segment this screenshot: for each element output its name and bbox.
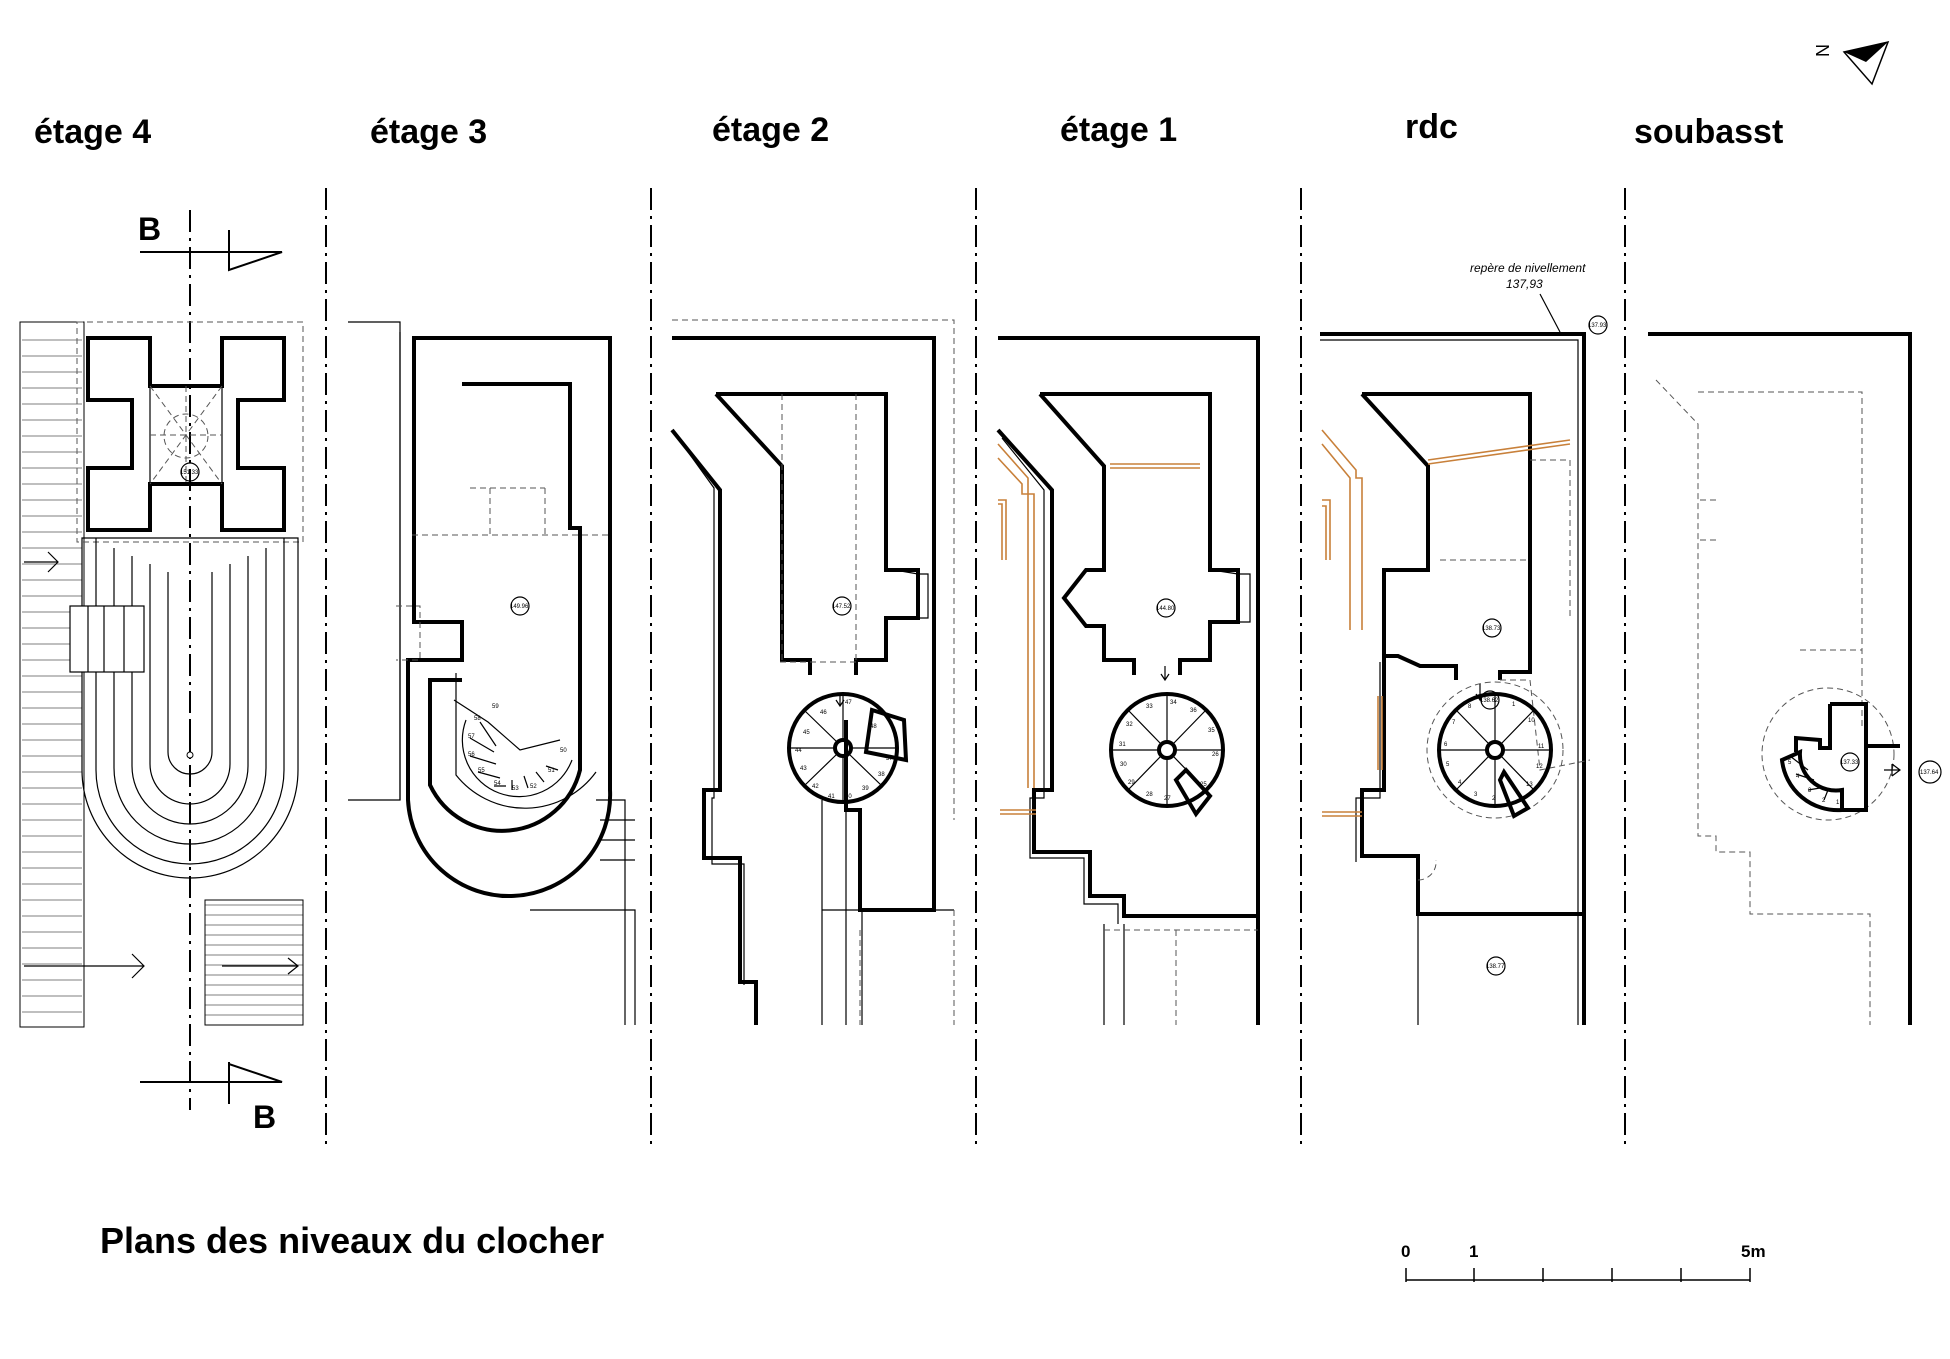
elevation-etage2: 147.52 (832, 604, 851, 610)
elevation-etage4: 151.33 (180, 470, 199, 476)
svg-text:2: 2 (1492, 796, 1496, 802)
svg-text:39: 39 (862, 786, 869, 792)
svg-text:31: 31 (1119, 742, 1126, 748)
scale-label-1: 1 (1469, 1242, 1478, 1261)
svg-text:B: B (253, 1099, 276, 1135)
svg-text:52: 52 (530, 784, 537, 790)
svg-text:36: 36 (1190, 708, 1197, 714)
plan-etage2: 147.52 47 46 45 44 43 42 41 40 39 38 37 … (670, 319, 955, 1025)
svg-text:25: 25 (1200, 782, 1207, 788)
svg-text:2: 2 (1822, 798, 1826, 804)
level-title-etage4: étage 4 (34, 113, 151, 151)
svg-text:54: 54 (494, 781, 501, 787)
svg-text:26: 26 (1212, 752, 1219, 758)
svg-text:4: 4 (1796, 774, 1800, 780)
section-cut-top: B (138, 211, 283, 272)
svg-text:8: 8 (1468, 704, 1472, 710)
svg-text:5: 5 (1788, 760, 1792, 766)
slope-arrow-icon (24, 551, 299, 979)
spiral-stair-etage1: 34 33 32 31 30 29 28 27 36 35 26 25 (1109, 692, 1225, 818)
svg-text:51: 51 (548, 768, 555, 774)
svg-text:45: 45 (803, 730, 810, 736)
svg-text:55: 55 (478, 768, 485, 774)
level-title-rdc: rdc (1405, 108, 1458, 146)
svg-text:12: 12 (1536, 764, 1543, 770)
svg-text:41: 41 (828, 794, 835, 800)
svg-text:58: 58 (474, 716, 481, 722)
spiral-stair-etage2: 47 46 45 44 43 42 41 40 39 38 37 48 (787, 692, 909, 804)
svg-text:50: 50 (560, 748, 567, 754)
svg-text:1: 1 (1836, 800, 1840, 806)
elevation-rdc-room: 138.73 (1482, 626, 1501, 632)
svg-text:56: 56 (468, 752, 475, 758)
elevation-soubasst-outside: 137.64 (1920, 770, 1939, 776)
svg-text:35: 35 (1208, 728, 1215, 734)
svg-text:3: 3 (1474, 792, 1478, 798)
elevation-rdc-wall: 137.93 (1588, 323, 1607, 329)
spiral-stair-etage3: 59 58 57 56 55 54 53 52 51 50 (453, 699, 573, 798)
section-cut-bottom: B (140, 1062, 283, 1135)
north-arrow-icon: N (1812, 40, 1890, 86)
elevation-rdc-lower: 138.77 (1486, 964, 1505, 970)
svg-text:53: 53 (512, 786, 519, 792)
scale-bar: 0 1 5m (1401, 1242, 1766, 1282)
svg-text:48: 48 (870, 724, 877, 730)
level-title-etage2: étage 2 (712, 111, 829, 149)
plan-etage4: B B 151.33 (19, 210, 304, 1135)
svg-text:57: 57 (468, 734, 475, 740)
plan-rdc: repère de nivellement 137,93 137.93 138.… (1320, 261, 1608, 1025)
roof-hatching (19, 321, 304, 1028)
plan-etage1: 144.80 34 33 32 31 30 29 28 27 36 35 26 … (996, 336, 1260, 1025)
level-title-soubasst: soubasst (1634, 113, 1783, 151)
svg-text:44: 44 (795, 748, 802, 754)
plan-soubasst: 5 4 3 2 1 137.33 137.64 (1648, 332, 1942, 1025)
benchmark-label: repère de nivellement (1470, 261, 1586, 275)
svg-text:37: 37 (886, 756, 893, 762)
spiral-stair-soubasst: 5 4 3 2 1 (1779, 748, 1844, 813)
svg-text:27: 27 (1164, 796, 1171, 802)
svg-text:46: 46 (820, 710, 827, 716)
svg-text:42: 42 (812, 784, 819, 790)
level-title-etage1: étage 1 (1060, 111, 1177, 149)
svg-text:5: 5 (1446, 762, 1450, 768)
svg-text:13: 13 (1526, 782, 1533, 788)
elevation-etage3: 149.96 (510, 604, 529, 610)
benchmark-value: 137,93 (1506, 277, 1543, 291)
plan-etage3: 149.96 59 58 57 56 55 54 53 52 51 50 (348, 321, 636, 1025)
elevation-etage1: 144.80 (1156, 606, 1175, 612)
svg-text:38: 38 (878, 772, 885, 778)
svg-text:4: 4 (1458, 780, 1462, 786)
svg-text:7: 7 (1452, 720, 1456, 726)
svg-text:30: 30 (1120, 762, 1127, 768)
elevation-rdc-stair: 138.62 (1480, 698, 1499, 704)
svg-text:6: 6 (1444, 742, 1448, 748)
level-title-etage3: étage 3 (370, 113, 487, 151)
svg-text:29: 29 (1128, 780, 1135, 786)
svg-text:N: N (1812, 44, 1832, 57)
svg-text:47: 47 (845, 700, 852, 706)
svg-text:59: 59 (492, 704, 499, 710)
elevation-soubasst-stair: 137.33 (1840, 760, 1859, 766)
svg-text:3: 3 (1808, 788, 1812, 794)
svg-text:1: 1 (1512, 702, 1516, 708)
svg-text:43: 43 (800, 766, 807, 772)
scale-label-5m: 5m (1741, 1242, 1766, 1261)
svg-text:34: 34 (1170, 700, 1177, 706)
drawing-title: Plans des niveaux du clocher (100, 1220, 604, 1261)
svg-text:11: 11 (1538, 744, 1545, 750)
scale-label-0: 0 (1401, 1242, 1410, 1261)
svg-text:33: 33 (1146, 704, 1153, 710)
svg-text:32: 32 (1126, 722, 1133, 728)
svg-text:10: 10 (1528, 718, 1535, 724)
svg-text:28: 28 (1146, 792, 1153, 798)
panel-separators (325, 188, 1626, 1150)
svg-text:B: B (138, 211, 161, 247)
svg-text:40: 40 (845, 794, 852, 800)
spiral-stair-rdc: 138.62 8 7 6 5 4 3 2 1 10 11 12 13 (1426, 681, 1564, 819)
